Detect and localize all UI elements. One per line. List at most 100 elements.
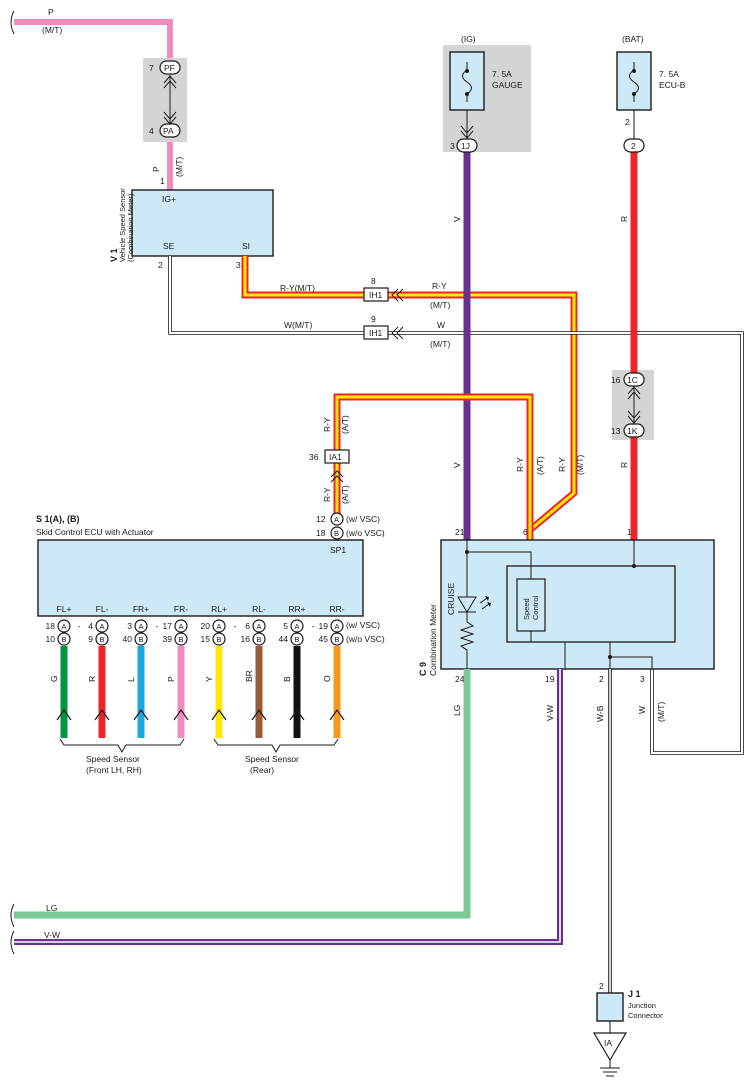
ecu-conn-a — [57, 619, 71, 633]
skid-ecu-id: S 1(A), (B) — [36, 514, 80, 524]
ecu-pin-dash: - — [234, 621, 237, 631]
meter-pin6: 6 — [523, 527, 528, 537]
connector-ih1-ry — [363, 287, 389, 302]
connector-1k-name: 1K — [627, 426, 638, 436]
speed-control-line2: Control — [531, 595, 540, 620]
vw-break-mark — [10, 930, 15, 955]
ia1-pin: 36 — [309, 452, 319, 462]
fuse-gauge-name: GAUGE — [492, 80, 523, 90]
connector-1c-pin: 16 — [611, 375, 621, 385]
wire-r-label-upper: R — [619, 216, 629, 222]
connector-pa-pin: 4 — [149, 126, 154, 136]
cruise-label: CRUISE — [446, 583, 456, 615]
fuse-ecub-icon — [629, 62, 639, 102]
fuse-ecub-name: ECU-B — [659, 80, 686, 90]
rear-sensor-label2: (Rear) — [250, 765, 274, 775]
vw-wire-outer — [14, 669, 563, 945]
ecu-conn-b — [174, 632, 188, 646]
lg-wire-label: LG — [46, 903, 57, 913]
ih1-w-note: (M/T) — [430, 339, 450, 349]
sensor-name-line1: Vehicle Speed Sensor — [118, 188, 127, 262]
ecu-pin-b: 15 — [201, 634, 211, 644]
ecu-pin-a: 6 — [245, 621, 250, 631]
ih1-ry-pin: 8 — [371, 276, 376, 286]
junction-connector-box — [596, 992, 624, 1022]
wb-wire-label-vert: W-B — [595, 705, 605, 722]
ecu-conn-a-letter: A — [216, 622, 221, 631]
ecu-wire-label: BR — [244, 670, 254, 682]
meter-inner-block — [506, 565, 676, 643]
sp1-pin-b: 18 — [316, 528, 326, 538]
meter-pin2: 2 — [599, 674, 604, 684]
meter-mt-note: (M/T) — [575, 455, 585, 475]
sensor-pin-se: SE — [163, 241, 175, 251]
ecu-conn-a-letter: A — [256, 622, 261, 631]
connector-1k — [623, 423, 645, 438]
fuse-gauge-rating: 7. 5A — [492, 69, 512, 79]
meter-pin19: 19 — [545, 674, 555, 684]
connector-pa — [159, 123, 181, 138]
ecu-pin-a: 4 — [88, 621, 93, 631]
w-wire-label-vert: W — [637, 706, 647, 714]
ecu-conn-b — [95, 632, 109, 646]
sp1-pin-a: 12 — [316, 514, 326, 524]
ecu-conn-b — [330, 632, 344, 646]
ih1-w-left-label: W(M/T) — [284, 320, 312, 330]
ih1-ry-arrow-icon — [391, 288, 404, 302]
ecu-wire-arrow-icon — [133, 708, 149, 721]
meter-ry-label: R-Y — [515, 457, 525, 472]
ecu-pin-dash: - — [312, 621, 315, 631]
ecu-conn-b — [212, 632, 226, 646]
ground-label: IA — [604, 1038, 612, 1048]
speed-control-line1: Speed — [522, 598, 531, 620]
ecu-terminal-name: RL+ — [211, 604, 227, 614]
fuse-gauge-icon — [462, 62, 472, 102]
ecu-pin-b: 39 — [163, 634, 173, 644]
ecu-conn-b — [252, 632, 266, 646]
ecu-wire-label: P — [166, 676, 176, 682]
ia1-arrow-icon — [330, 470, 344, 483]
connector-1j — [456, 138, 478, 153]
ecu-conn-b-letter: B — [138, 635, 143, 644]
ecu-pin-b: 44 — [279, 634, 289, 644]
ecu-wire-arrow-icon — [94, 708, 110, 721]
connector-pf-pin: 7 — [149, 63, 154, 73]
ih1-ry-note: (M/T) — [430, 300, 450, 310]
ia1-note-lower: (A/T) — [340, 485, 350, 504]
fuse-ecub-source: (BAT) — [622, 34, 644, 44]
skid-ecu-sp1: SP1 — [330, 545, 346, 555]
w-wire-mt-vert: (M/T) — [656, 702, 666, 722]
ecu-conn-b-letter: B — [294, 635, 299, 644]
ecu-pin-a: 18 — [46, 621, 56, 631]
meter-pin3: 3 — [640, 674, 645, 684]
ecu-wire-arrow-icon — [251, 708, 267, 721]
ecu-conn-b-letter: B — [99, 635, 104, 644]
ecu-conn-b — [57, 632, 71, 646]
ecu-conn-b-letter: B — [256, 635, 261, 644]
ecu-pin-a: 20 — [201, 621, 211, 631]
sp1-conn-a-letter: A — [334, 515, 339, 524]
ecu-pin-dash: - — [156, 621, 159, 631]
sensor-pin-ig: IG+ — [162, 194, 176, 204]
led-ray-heads-icon — [485, 596, 491, 607]
ih1-w-right-label: W — [437, 320, 445, 330]
connector-ia1 — [324, 449, 350, 464]
connector-1j-pin: 3 — [450, 141, 455, 151]
junction-name2: Connector — [628, 1011, 663, 1020]
sensor-name-line2: (Combination Meter) — [126, 193, 135, 262]
ecu-wire-label: B — [282, 676, 292, 682]
ecu-conn-a — [252, 619, 266, 633]
ground-triangle-icon — [592, 1032, 628, 1062]
w-wire-mt-inner — [169, 256, 743, 754]
ecu-wire-arrow-icon — [173, 708, 189, 721]
ecu-pin-a: 5 — [283, 621, 288, 631]
ih1-ry-name: IH1 — [369, 290, 383, 300]
rear-sensor-brace — [213, 738, 339, 754]
1c-arrow-icon — [627, 386, 641, 400]
sensor-id: V 1 — [109, 248, 119, 262]
ecu-terminals-with-vsc: (w/ VSC) — [346, 620, 380, 630]
ecu-terminal-name: RL- — [252, 604, 266, 614]
ecu-terminal-name: RR- — [329, 604, 344, 614]
ecu-pin-a: 3 — [127, 621, 132, 631]
